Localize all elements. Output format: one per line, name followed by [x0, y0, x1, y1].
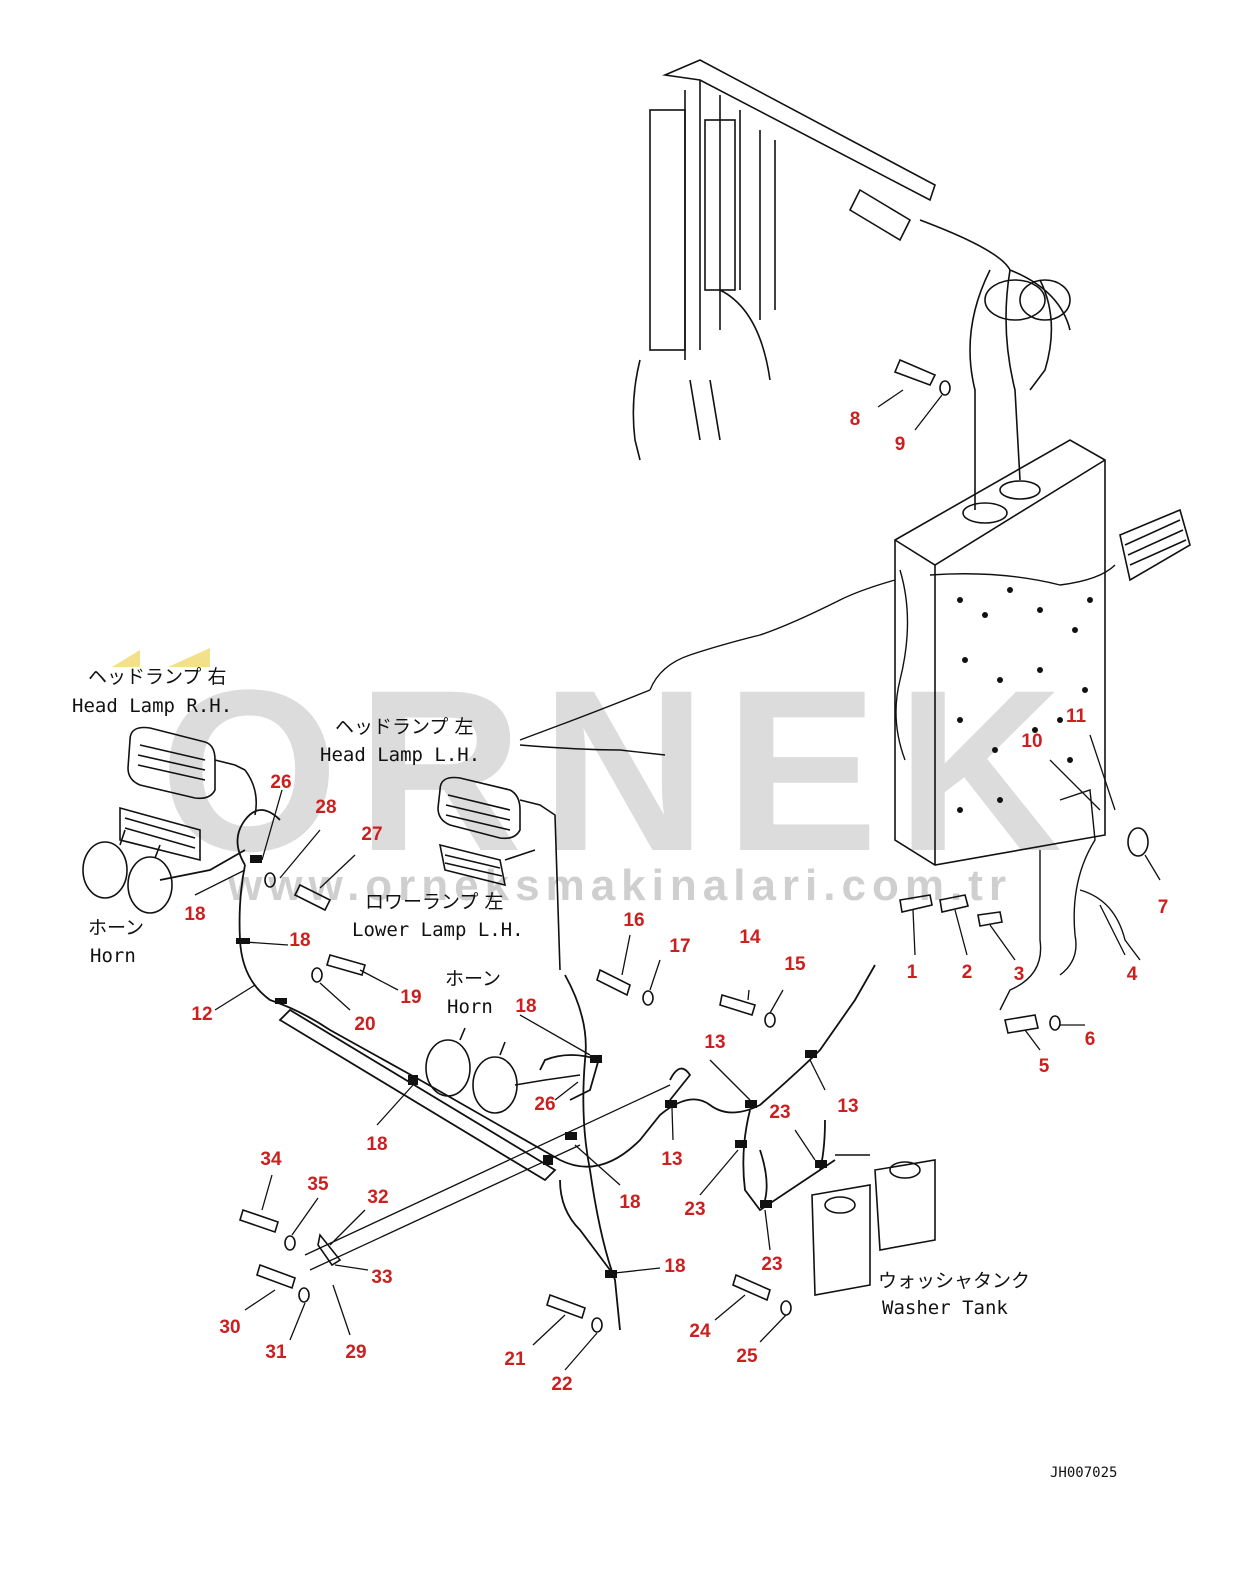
washer-tank-label-jp: ウォッシャタンク: [878, 1270, 1030, 1292]
callout-26-b: 26: [534, 1094, 555, 1115]
lower-lamp-lh-label-en: Lower Lamp L.H.: [352, 919, 524, 941]
main-harness: [159, 809, 876, 1331]
callout-3: 3: [1014, 964, 1025, 985]
callout-10: 10: [1021, 731, 1042, 752]
callout-8: 8: [850, 409, 861, 430]
callout-21: 21: [504, 1349, 526, 1370]
harness-clamps: [236, 855, 827, 1278]
callout-24: 24: [689, 1321, 711, 1342]
hardware: [239, 358, 1149, 1333]
horn-left-label-jp: ホーン: [88, 917, 144, 939]
horn-mid-label-jp: ホーン: [445, 968, 501, 990]
watermark: ORNEK www.orneksmakinalari.com.tr: [112, 642, 1081, 910]
callout-6: 6: [1085, 1029, 1096, 1050]
callout-18-f: 18: [664, 1256, 685, 1277]
head-lamp-lh-label-en: Head Lamp L.H.: [320, 744, 480, 766]
callout-1: 1: [907, 962, 918, 983]
watermark-logo-mark: [112, 648, 210, 667]
drawing-code: JH007025: [1050, 1465, 1117, 1481]
callout-18-e: 18: [619, 1192, 640, 1213]
callout-18-a: 18: [184, 904, 205, 925]
callout-11: 11: [1066, 706, 1087, 727]
callout-20: 20: [354, 1014, 375, 1035]
callout-33: 33: [371, 1267, 392, 1288]
watermark-url: www.orneksmakinalari.com.tr: [227, 861, 1012, 910]
callout-16: 16: [623, 910, 644, 931]
head-lamp-rh-label-en: Head Lamp R.H.: [72, 695, 232, 717]
callout-12: 12: [191, 1004, 212, 1025]
block-wiring: [519, 564, 1141, 1011]
callout-22: 22: [551, 1374, 572, 1395]
upper-valve-assembly: [632, 59, 1071, 510]
horn-left: [82, 829, 173, 914]
head-lamp-rh: [119, 726, 258, 862]
valve-block: [894, 439, 1191, 866]
watermark-brand: ORNEK: [160, 642, 1081, 899]
horn-mid-label-en: Horn: [447, 996, 493, 1018]
washer-tank-label-en: Washer Tank: [882, 1297, 1008, 1319]
callout-15: 15: [784, 954, 806, 975]
component-labels: ヘッドランプ 右 Head Lamp R.H. ヘッドランプ 左 Head La…: [72, 666, 1030, 1319]
callout-14: 14: [739, 927, 761, 948]
callout-32: 32: [367, 1187, 388, 1208]
callout-34: 34: [260, 1149, 282, 1170]
callout-31: 31: [265, 1342, 287, 1363]
callout-5: 5: [1039, 1056, 1050, 1077]
callout-4: 4: [1127, 964, 1138, 985]
head-lamp-rh-label-jp: ヘッドランプ 右: [88, 666, 226, 688]
callout-18-d: 18: [515, 996, 536, 1017]
callout-23-a: 23: [769, 1102, 790, 1123]
callout-26-a: 26: [270, 772, 291, 793]
callout-19: 19: [400, 987, 421, 1008]
lower-lamp-lh-label-jp: ロワーランプ 左: [365, 891, 503, 913]
callout-17: 17: [669, 936, 690, 957]
callout-13-c: 13: [661, 1149, 682, 1170]
callout-23-c: 23: [761, 1254, 782, 1275]
horn-left-label-en: Horn: [90, 945, 136, 967]
horn-mid: [425, 1027, 581, 1114]
head-lamp-lh: [437, 776, 561, 971]
callout-9: 9: [895, 434, 906, 455]
callout-7: 7: [1158, 897, 1169, 918]
callout-28: 28: [315, 797, 336, 818]
callout-18-c: 18: [366, 1134, 387, 1155]
callout-numbers: 1 2 3 4 5 6 7 8 9 10 11 12 13 13 13 13 1…: [184, 409, 1168, 1395]
callout-13-a: 13: [704, 1032, 725, 1053]
lower-lamp-lh: [438, 843, 536, 887]
callout-35: 35: [307, 1174, 329, 1195]
head-lamp-lh-label-jp: ヘッドランプ 左: [335, 716, 473, 738]
callout-29: 29: [345, 1342, 366, 1363]
callout-23-b: 23: [684, 1199, 705, 1220]
callout-13-b: 13: [837, 1096, 858, 1117]
leader-lines: [194, 389, 1161, 1371]
washer-tank: [811, 1154, 936, 1296]
callout-18-b: 18: [289, 930, 310, 951]
callout-25: 25: [736, 1346, 758, 1367]
callout-27: 27: [361, 824, 382, 845]
callout-30: 30: [219, 1317, 240, 1338]
valve-block-bolts: [957, 587, 1093, 813]
callout-2: 2: [962, 962, 973, 983]
